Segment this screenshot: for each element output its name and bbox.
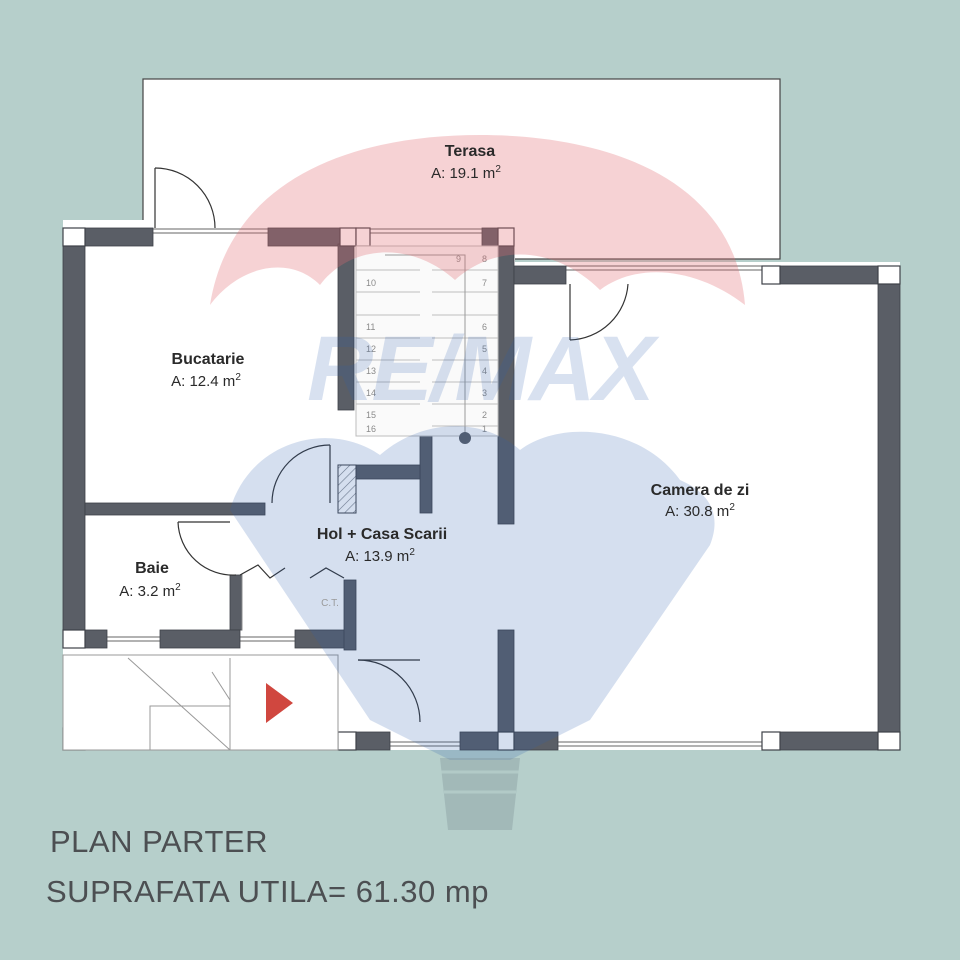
- room-area-camera: A: 30.8 m2: [665, 502, 735, 520]
- ct-label: C.T.: [321, 598, 339, 609]
- stair-step-number: 5: [482, 344, 487, 354]
- stair-start-dot: [459, 432, 471, 444]
- room-area-baie: A: 3.2 m2: [119, 582, 181, 600]
- room-name-camera: Camera de zi: [651, 482, 750, 499]
- room-name-hol: Hol + Casa Scarii: [317, 526, 447, 543]
- stair-step-number: 12: [366, 344, 376, 354]
- stair-step-number: 4: [482, 366, 487, 376]
- plan-surface: SUPRAFATA UTILA= 61.30 mp: [46, 874, 489, 909]
- stair-step-number: 2: [482, 410, 487, 420]
- room-labels: Terasa A: 19.1 m2 Bucatarie A: 12.4 m2 C…: [119, 143, 749, 609]
- staircase: [355, 245, 499, 437]
- stair-step-number: 7: [482, 278, 487, 288]
- room-name-baie: Baie: [135, 560, 169, 577]
- watermark: RE/MAX: [210, 135, 745, 830]
- room-area-terasa: A: 19.1 m2: [431, 164, 501, 182]
- stair-step-number: 13: [366, 366, 376, 376]
- room-area-hol: A: 13.9 m2: [345, 547, 415, 565]
- stair-step-number: 16: [366, 424, 376, 434]
- plan-title: PLAN PARTER: [50, 824, 268, 859]
- stair-step-number: 10: [366, 278, 376, 288]
- stair-step-number: 8: [482, 254, 487, 264]
- entrance-porch: [62, 654, 339, 751]
- hatched-column: [337, 464, 357, 514]
- stair-step-number: 9: [456, 254, 461, 264]
- watermark-text: RE/MAX: [307, 318, 659, 420]
- room-area-bucatarie: A: 12.4 m2: [171, 372, 241, 390]
- stair-step-number: 6: [482, 322, 487, 332]
- stair-step-number: 11: [366, 322, 375, 332]
- stair-step-number: 3: [482, 388, 487, 398]
- entrance-arrow: [266, 683, 293, 723]
- room-name-terasa: Terasa: [445, 143, 496, 160]
- stair-step-number: 15: [366, 410, 376, 420]
- room-name-bucatarie: Bucatarie: [172, 351, 245, 368]
- stair-step-numbers: 10 11 12 13 14 15 16 9 8 7 6 5 4 3 2 1: [366, 254, 487, 434]
- stair-step-number: 14: [366, 388, 376, 398]
- stair-step-number: 1: [482, 424, 487, 434]
